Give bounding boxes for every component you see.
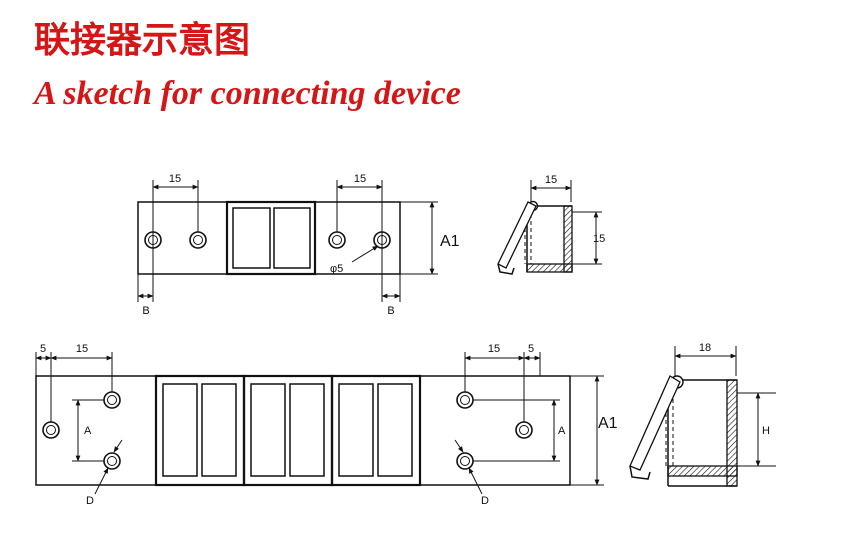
top-hole-3 [328, 231, 346, 249]
bottom-left-hole-label: D [86, 495, 94, 507]
bottom-dim-left-pitch: A [84, 425, 92, 437]
bottom-dim-right-pitch: A [558, 425, 566, 437]
bottom-hole-2 [103, 391, 121, 409]
bottom-window-1a [162, 383, 198, 477]
bottom-window-3a [338, 383, 374, 477]
top-side-dim-width: 15 [545, 174, 557, 186]
top-side-dim-height: 15 [593, 233, 605, 245]
top-side-view: 15 15 [497, 174, 605, 275]
top-dim-right-edge: B [387, 305, 394, 317]
bottom-center-block-3 [330, 374, 422, 487]
bottom-right-hole-label: D [481, 495, 489, 507]
bottom-window-2b [289, 383, 325, 477]
bottom-hole-3 [103, 452, 121, 470]
bottom-hole-1 [42, 421, 60, 439]
bottom-side-dim-width: 18 [699, 342, 711, 354]
top-dim-left-edge: B [142, 305, 149, 317]
bottom-center-block-1 [154, 374, 246, 487]
top-hole-2 [189, 231, 207, 249]
top-front-view: 15 15 B B A1 φ5 [137, 173, 460, 317]
bottom-side-view: 18 H [629, 342, 776, 487]
bottom-dim-height: A1 [598, 415, 618, 432]
bottom-side-dim-height: H [762, 425, 770, 437]
top-hole-label: φ5 [330, 263, 343, 275]
bottom-dim-right-spacing: 15 [488, 343, 500, 355]
top-dim-height: A1 [440, 233, 460, 250]
bottom-hole-6 [515, 421, 533, 439]
top-plate-outline [137, 201, 401, 275]
top-dim-left-spacing: 15 [169, 173, 181, 185]
bottom-center-block-2 [242, 374, 334, 487]
bottom-dim-left-edge: 5 [40, 343, 46, 355]
bottom-window-3b [377, 383, 413, 477]
top-center-block [225, 200, 317, 276]
top-window-left [232, 207, 271, 269]
title-english: A sketch for connecting device [34, 75, 461, 112]
bottom-hole-4 [456, 391, 474, 409]
top-dim-right-spacing: 15 [354, 173, 366, 185]
bottom-front-view: 5 15 15 5 A A A1 D D [35, 343, 618, 507]
bottom-window-1b [201, 383, 237, 477]
top-window-right [273, 207, 311, 269]
title-chinese: 联接器示意图 [34, 19, 251, 61]
bottom-hole-5 [456, 452, 474, 470]
bottom-window-2a [250, 383, 286, 477]
bottom-dim-left-spacing: 15 [76, 343, 88, 355]
bottom-dim-right-edge: 5 [528, 343, 534, 355]
